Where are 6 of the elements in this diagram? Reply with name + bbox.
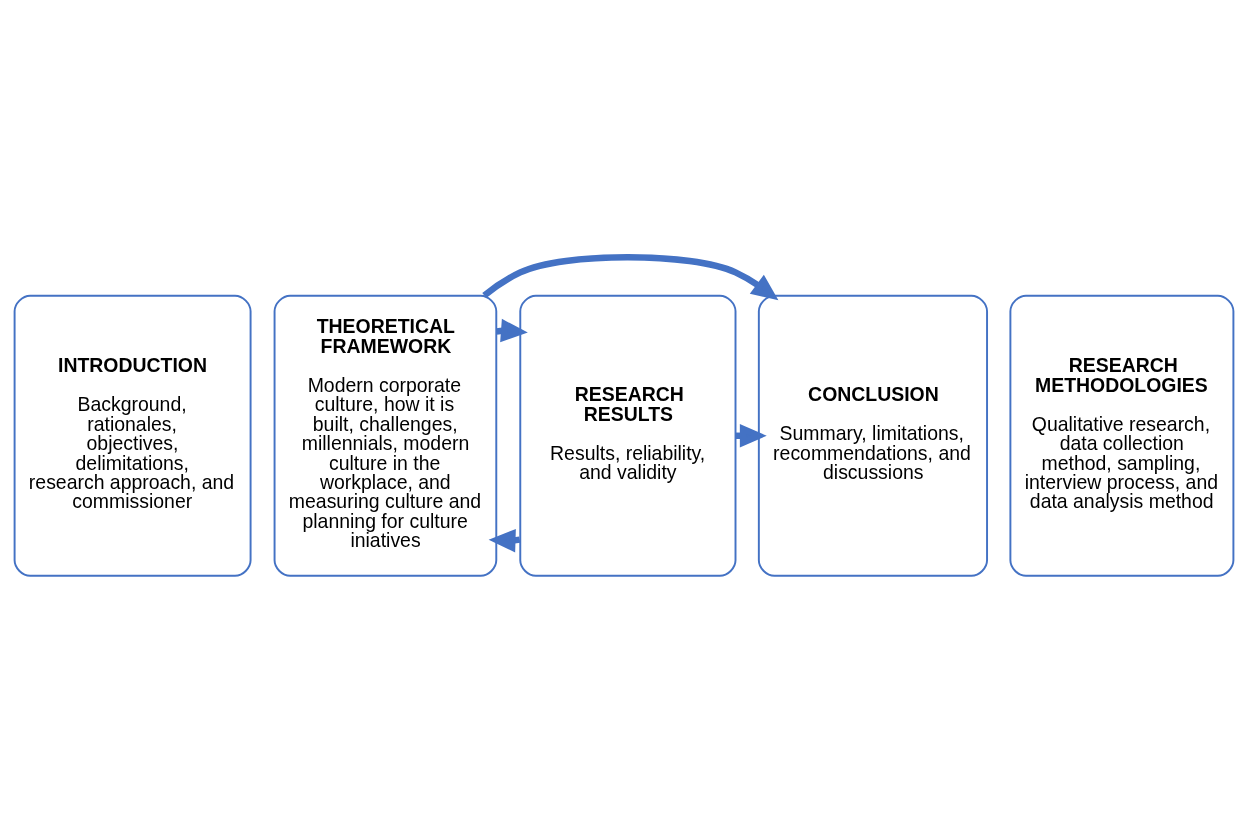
node-box: RESEARCH METHODOLOGIES Qualitative research, data collection method, sampling, interview process, and data analysis method xyxy=(1009,294,1235,577)
node-box: CONCLUSION Summary, limitations, recommendations, and discussions xyxy=(757,294,988,577)
node-box: RESEARCH RESULTS Results, reliability, and validity xyxy=(519,294,737,577)
node-box: INTRODUCTION Background, rationales, objectives, delimitations, research approach, and commissioner xyxy=(13,294,252,577)
arrow xyxy=(482,253,779,300)
node-box: THEORETICAL FRAMEWORK Modern corporate culture, how it is built, challenges, millennials, modern culture in the workplace, and measuring culture and planning for culture iniatives xyxy=(273,294,498,577)
